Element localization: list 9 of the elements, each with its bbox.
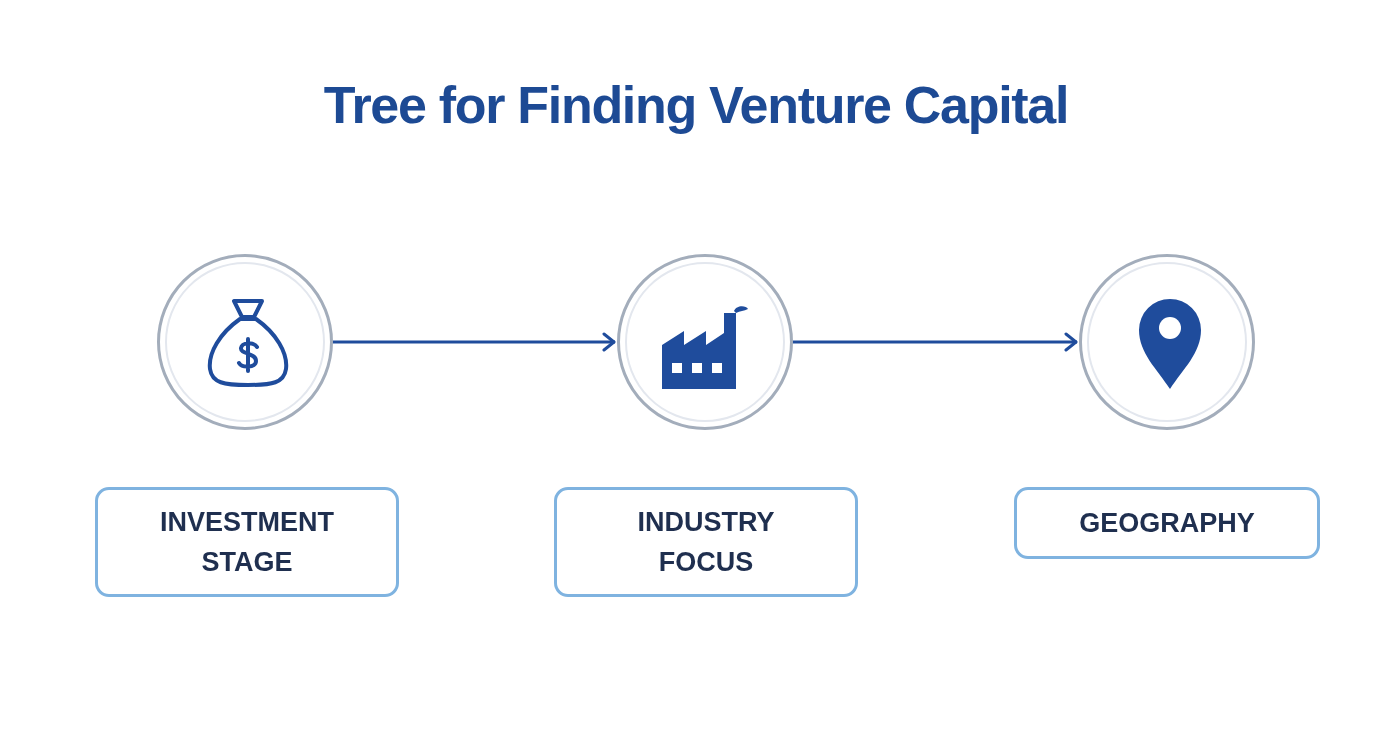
box-label: INDUSTRY FOCUS [636, 506, 776, 579]
arrow [793, 332, 1078, 352]
box-label: INVESTMENT STAGE [159, 506, 335, 579]
label-box [95, 487, 399, 597]
diagram-title: Tree for Finding Venture Capital [323, 75, 1069, 136]
label-box [1014, 487, 1320, 559]
box-label: GEOGRAPHY [1079, 507, 1255, 540]
arrow [333, 332, 616, 352]
label-box [554, 487, 858, 597]
